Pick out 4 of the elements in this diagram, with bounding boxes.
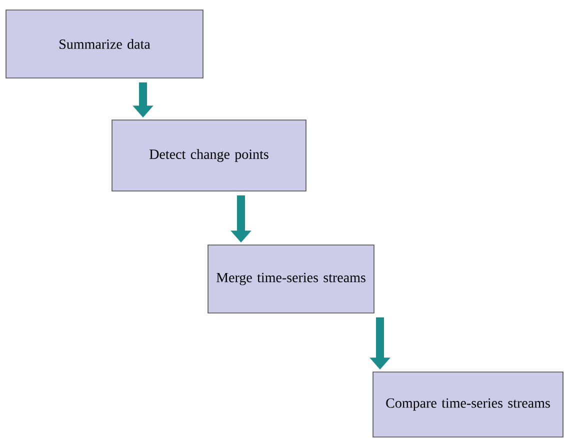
process-box: Summarize data [6,10,204,78]
process-box: Compare time-series streams [372,372,564,438]
process-box: Merge time-series streams [208,244,374,314]
process-box: Detect change points [112,120,306,192]
